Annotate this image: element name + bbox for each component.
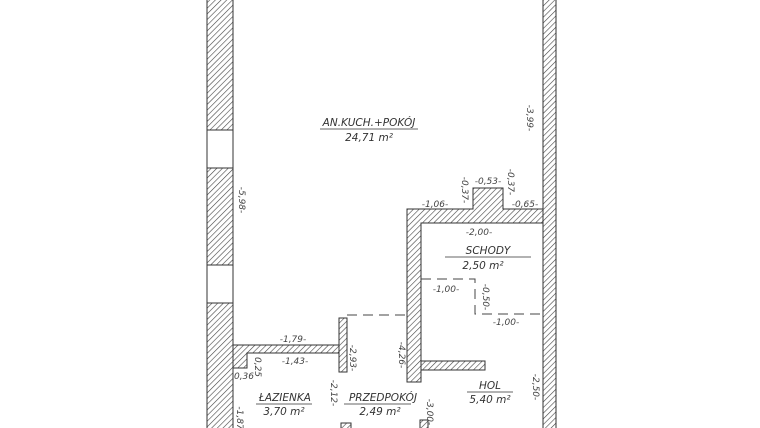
room-name: AN.KUCH.+POKÓJ [322, 116, 416, 129]
dimension: -1,43- [282, 357, 309, 367]
dimension: -0,50- [480, 284, 490, 311]
room-name: PRZEDPOKÓJ [349, 391, 417, 404]
dimension: -5,98- [236, 187, 246, 214]
room-area: 5,40 m² [469, 394, 511, 406]
dimension: -4,26- [396, 342, 406, 369]
dimension: -1,79- [280, 335, 307, 345]
stair-top-wall [406, 187, 544, 383]
left-wall-mid [206, 167, 234, 266]
dimension: -1,00- [433, 285, 460, 295]
dimension: -0,37- [505, 169, 515, 196]
left-wall-upper [206, 0, 234, 131]
hol-wall [420, 360, 486, 371]
room-area: 24,71 m² [345, 132, 394, 144]
right-wall [542, 0, 557, 428]
dimension: -1,87 [234, 406, 244, 428]
left-wall-lower [206, 302, 234, 428]
dimension: 0,25 [252, 357, 262, 377]
room-name: HOL [479, 380, 501, 392]
room-area: 2,50 m² [462, 260, 504, 272]
dimension: -2,12- [328, 380, 338, 407]
pillar [338, 317, 348, 373]
dimension: -3,99- [524, 105, 534, 132]
dimension: 0,36 [234, 372, 254, 382]
dimension: -1,00- [493, 318, 520, 328]
window-2 [206, 264, 234, 304]
dimension: -2,93- [347, 345, 357, 372]
room-name: SCHODY [466, 245, 512, 257]
dimension: -2,00- [466, 228, 493, 238]
stair-dashed-line [421, 278, 543, 315]
dimension: -1,06- [422, 200, 449, 210]
room-name: ŁAZIENKA [258, 392, 311, 404]
window-1 [206, 129, 234, 169]
dimension: -3,00- [424, 399, 434, 426]
dimension: -0,65- [512, 200, 539, 210]
dimension: -0,53- [475, 177, 502, 187]
room-area: 2,49 m² [359, 406, 401, 418]
bottom-fragment-2 [419, 419, 429, 428]
dimension: -2,50- [530, 374, 540, 401]
bottom-fragment [340, 422, 352, 428]
room-area: 3,70 m² [263, 406, 305, 418]
dimension: -0,37- [459, 177, 469, 204]
